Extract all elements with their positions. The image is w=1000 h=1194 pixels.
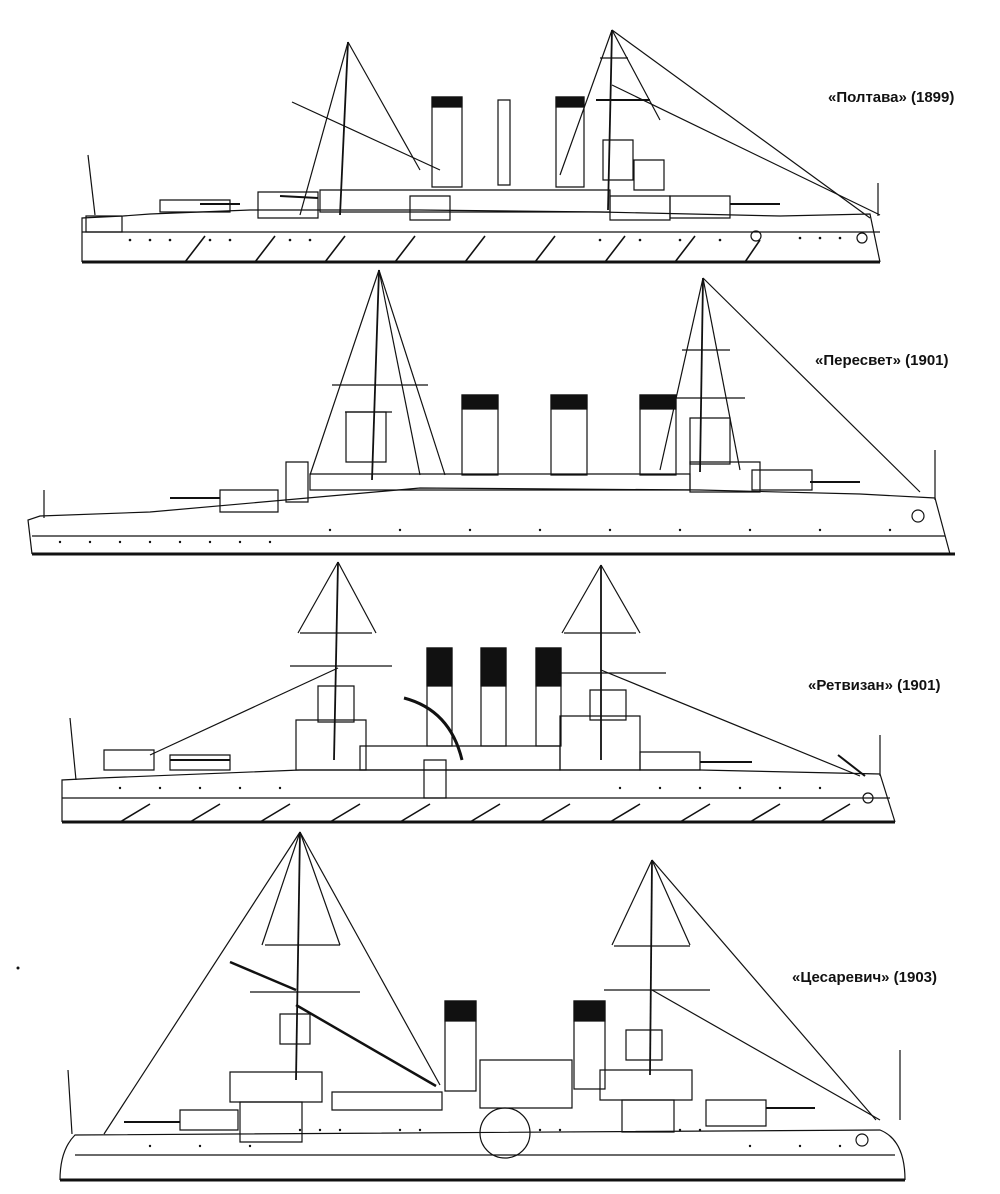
caption-peresvet: «Пересвет» (1901) bbox=[815, 352, 949, 369]
hull-stripes-poltava bbox=[185, 236, 760, 262]
ship-drawing-tsesarevich bbox=[16, 832, 906, 1180]
portholes-poltava bbox=[128, 236, 842, 242]
mast-aft-poltava bbox=[340, 42, 348, 215]
ship-drawing-retvizan bbox=[62, 562, 895, 822]
funnel-1-poltava bbox=[432, 97, 462, 187]
ship-drawing-poltava bbox=[82, 30, 880, 262]
mast-fore-poltava bbox=[608, 30, 612, 210]
portholes-tsesarevich bbox=[148, 1128, 842, 1148]
portholes-peresvet bbox=[58, 528, 892, 544]
hull-stripes-retvizan bbox=[120, 804, 850, 822]
caption-retvizan: «Ретвизан» (1901) bbox=[808, 677, 941, 694]
caption-poltava: «Полтава» (1899) bbox=[828, 89, 955, 106]
ship-drawing-peresvet bbox=[28, 270, 955, 554]
caption-tsesarevich: «Цесаревич» (1903) bbox=[792, 969, 938, 986]
portholes-retvizan bbox=[118, 786, 822, 790]
